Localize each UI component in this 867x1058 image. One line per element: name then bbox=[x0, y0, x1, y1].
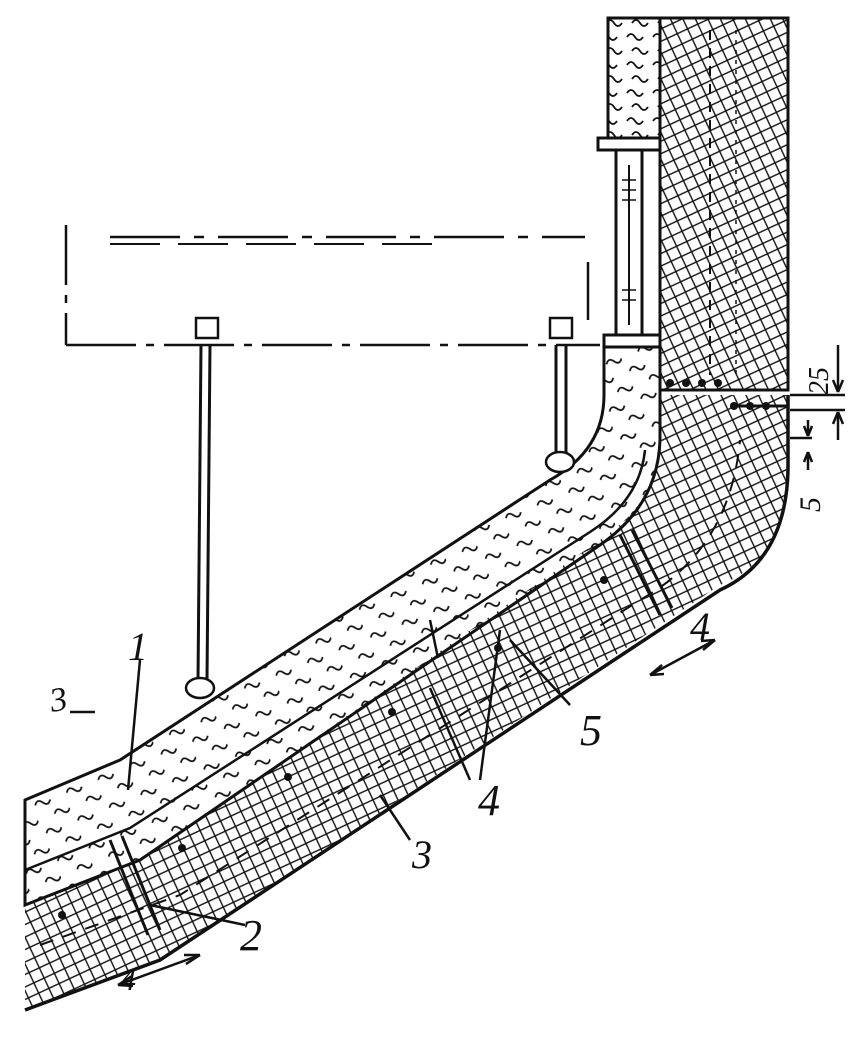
dimension-5: 5 bbox=[794, 497, 827, 512]
hanger-frame bbox=[64, 225, 600, 347]
hanger-rod-left bbox=[184, 316, 220, 700]
dashed-centerline bbox=[39, 439, 741, 946]
vertical-wall bbox=[596, 16, 790, 410]
label-2: 2 bbox=[240, 911, 262, 960]
outer-wavy-layer bbox=[23, 345, 662, 908]
fastener-pins bbox=[58, 529, 674, 936]
inner-crosshatch-layer bbox=[25, 395, 788, 1010]
dimension-25: 25 bbox=[804, 367, 835, 395]
label-5: 5 bbox=[580, 706, 602, 755]
inner-boundary-line bbox=[24, 449, 647, 872]
hanger-rod-right bbox=[544, 316, 576, 474]
label-3-bottom: 3 bbox=[411, 832, 432, 877]
label-4: 4 bbox=[478, 776, 500, 825]
dimension-marks bbox=[117, 345, 845, 988]
wall-wavy-layer bbox=[606, 16, 662, 140]
outer-jacket-line bbox=[24, 395, 790, 1012]
leader-lines bbox=[70, 619, 571, 927]
dimension-4-left: 4 bbox=[120, 961, 136, 997]
label-1: 1 bbox=[128, 624, 148, 669]
dimension-4-right: 4 bbox=[690, 604, 710, 649]
label-3-left: 3 bbox=[46, 680, 70, 720]
steel-beam bbox=[596, 136, 662, 349]
wall-crosshatch-layer bbox=[658, 16, 790, 392]
